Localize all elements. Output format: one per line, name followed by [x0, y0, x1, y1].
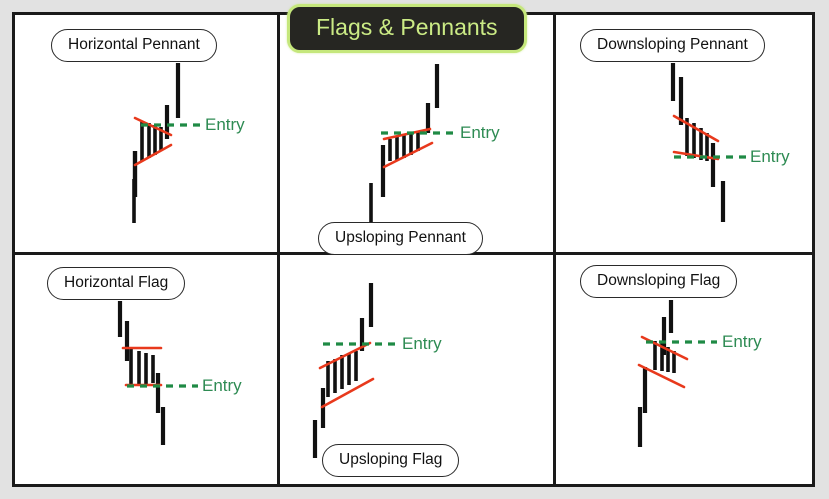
- panel-label-horizontal-flag: Horizontal Flag: [47, 267, 186, 300]
- entry-label-downsloping-flag: Entry: [722, 332, 762, 351]
- panel-downsloping-pennant: Downsloping Pennant Entry: [556, 15, 812, 252]
- panel-label-upsloping-pennant: Upsloping Pennant: [318, 222, 483, 255]
- panel-horizontal-flag: Horizontal Flag Entry: [15, 255, 277, 487]
- entry-label-upsloping-flag: Entry: [402, 334, 442, 353]
- entry-label-horizontal-flag: Entry: [202, 376, 242, 395]
- chart-horizontal-flag: [117, 301, 198, 445]
- entry-label-downsloping-pennant: Entry: [750, 147, 790, 166]
- chart-downsloping-pennant: [670, 63, 746, 222]
- panel-label-upsloping-flag: Upsloping Flag: [322, 444, 460, 477]
- grid-divider-vertical-right: [553, 15, 556, 484]
- chart-upsloping-pennant: [369, 64, 455, 222]
- diagram-frame: Horizontal Pennant Entry: [12, 12, 815, 487]
- panel-horizontal-pennant: Horizontal Pennant Entry: [15, 15, 277, 252]
- diagram-title-banner: Flags & Pennants: [287, 4, 527, 53]
- panel-upsloping-flag: Entry Upsloping Flag: [280, 255, 553, 487]
- chart-upsloping-flag: [312, 283, 397, 458]
- panel-label-downsloping-flag: Downsloping Flag: [580, 265, 738, 298]
- grid-divider-vertical-left: [277, 15, 280, 484]
- chart-horizontal-pennant: [132, 63, 201, 223]
- chart-downsloping-flag: [637, 300, 717, 447]
- entry-label-horizontal-pennant: Entry: [205, 115, 245, 134]
- panel-upsloping-pennant: Entry Upsloping Pennant: [280, 15, 553, 255]
- panel-downsloping-flag: Downsloping Flag Entry: [556, 255, 812, 487]
- entry-label-upsloping-pennant: Entry: [460, 123, 500, 142]
- panel-label-downsloping-pennant: Downsloping Pennant: [580, 29, 765, 62]
- panel-label-horizontal-pennant: Horizontal Pennant: [51, 29, 217, 62]
